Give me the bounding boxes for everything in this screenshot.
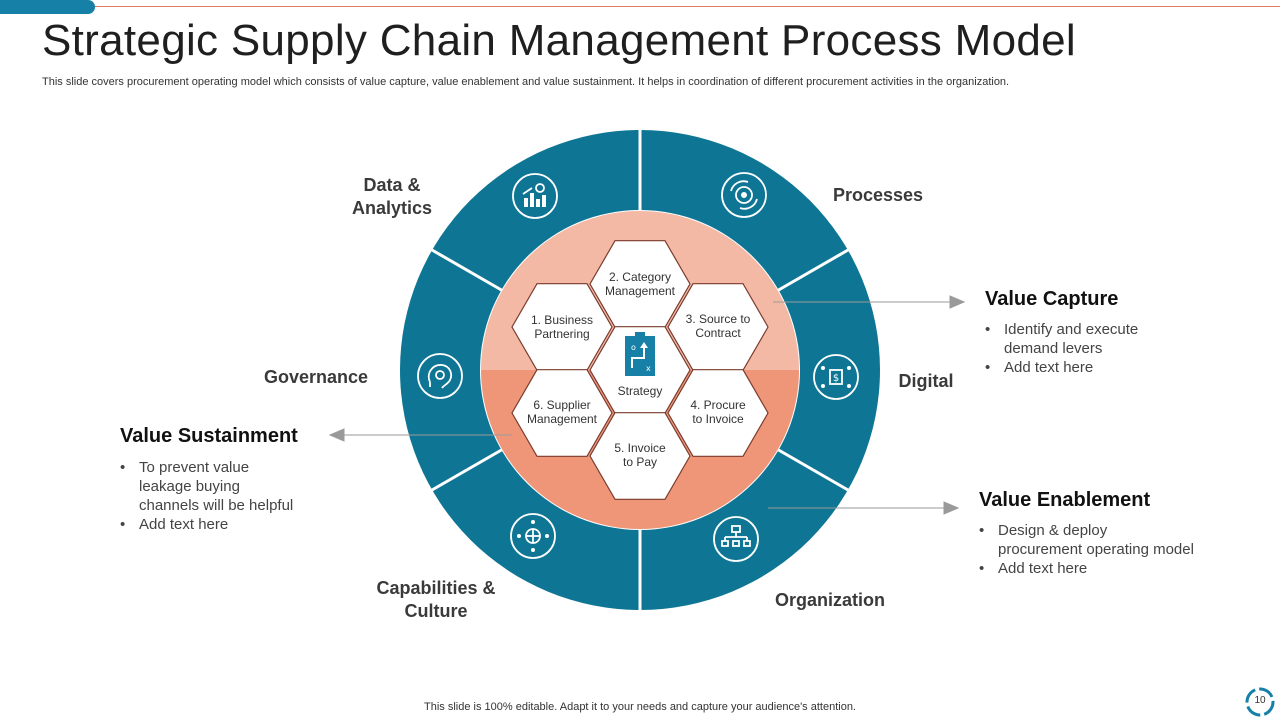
segment-label-processes: Processes xyxy=(832,185,924,205)
brain-gear-icon xyxy=(417,353,463,399)
value-enablement-title: Value Enablement xyxy=(979,489,1151,511)
org-chart-icon xyxy=(713,516,759,562)
page-title: Strategic Supply Chain Management Proces… xyxy=(42,16,1076,65)
segment-label-organization: Organization xyxy=(774,590,885,610)
top-accent-bar xyxy=(0,0,95,14)
svg-text:o: o xyxy=(631,343,636,352)
list-item: Design & deploy procurement operating mo… xyxy=(979,521,1239,559)
page-subtitle: This slide covers procurement operating … xyxy=(42,76,1010,88)
list-item: Identify and execute demand levers xyxy=(985,320,1195,358)
globe-network-icon xyxy=(510,513,556,559)
callout-arrows xyxy=(328,295,966,515)
list-item: Add text here xyxy=(985,358,1195,377)
segment-label-governance: Governance xyxy=(263,367,369,387)
strategy-board-icon: ox xyxy=(625,332,655,376)
value-sustainment-arrowhead xyxy=(328,428,345,442)
segment-label-data-analytics: Data & Analytics xyxy=(351,175,433,218)
hex-invoice-to-pay xyxy=(589,412,691,500)
page-number-badge-icon xyxy=(1245,687,1275,717)
value-sustainment-title: Value Sustainment xyxy=(120,425,298,447)
value-capture-arrowhead xyxy=(949,295,966,309)
list-item: To prevent value leakage buying channels… xyxy=(120,458,335,515)
hexagon-cluster: ox xyxy=(511,240,769,500)
list-item: Add text here xyxy=(120,515,335,534)
hex-label-supplier-management: 6. Supplier Management xyxy=(526,398,598,426)
value-enablement-list: Design & deploy procurement operating mo… xyxy=(979,521,1239,578)
svg-text:x: x xyxy=(646,364,651,373)
value-enablement-arrowhead xyxy=(943,501,960,515)
footer-note: This slide is 100% editable. Adapt it to… xyxy=(424,701,856,713)
list-item: Add text here xyxy=(979,559,1239,578)
segment-label-digital: Digital xyxy=(898,371,954,391)
gear-cycle-icon xyxy=(721,172,767,218)
analytics-icon xyxy=(512,173,558,219)
svg-text:$: $ xyxy=(833,373,839,384)
hex-supplier-management xyxy=(511,369,613,457)
hex-label-strategy: Strategy xyxy=(617,384,663,398)
page-number: 10 xyxy=(1254,695,1266,706)
top-divider-line xyxy=(95,6,1280,7)
digital-money-icon: $ xyxy=(813,354,859,400)
hex-label-business-partnering: 1. Business Partnering xyxy=(530,313,594,341)
ring-dividers xyxy=(431,129,849,611)
hex-label-category-management: 2. Category Management xyxy=(604,270,676,298)
hex-label-procure-to-invoice: 4. Procure to Invoice xyxy=(690,398,746,426)
hex-label-source-to-contract: 3. Source to Contract xyxy=(685,312,751,340)
segment-label-capabilities-culture: Capabilities & Culture xyxy=(376,578,496,621)
hex-procure-to-invoice xyxy=(667,369,769,457)
value-capture-title: Value Capture xyxy=(985,288,1119,310)
value-capture-list: Identify and execute demand levers Add t… xyxy=(985,320,1195,377)
value-sustainment-list: To prevent value leakage buying channels… xyxy=(120,458,335,534)
hex-label-invoice-to-pay: 5. Invoice to Pay xyxy=(614,441,666,469)
